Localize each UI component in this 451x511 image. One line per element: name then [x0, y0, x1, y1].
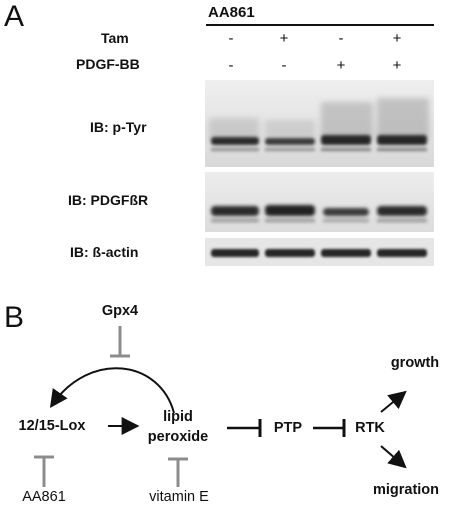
cell-line-underline — [206, 24, 434, 26]
lane-1-pdgf-sign: - — [228, 57, 234, 74]
lane-4-tam-sign: + — [392, 30, 402, 47]
tam-row-label: Tam — [101, 30, 129, 46]
panel-b-letter: B — [4, 301, 25, 334]
actin-blot-label: IB: ß-actin — [70, 244, 139, 260]
growth-node: growth — [390, 355, 440, 371]
panel-a-letter: A — [4, 0, 25, 33]
pdgfr-blot-image — [205, 172, 434, 232]
ptp-node: PTP — [273, 420, 303, 436]
ptyr-blot-image — [205, 80, 434, 167]
rtk-to-migration-arrow — [380, 445, 407, 469]
lox-node: 12/15-Lox — [18, 418, 86, 434]
ptyr-blot-svg — [205, 80, 434, 167]
actin-blot-image — [205, 238, 434, 266]
actin-blot-svg — [205, 238, 434, 266]
vitamin-e-node: vitamin E — [149, 489, 209, 505]
lipid-peroxide-node-line1: lipid — [163, 409, 193, 425]
ptyr-blot-label: IB: p-Tyr — [90, 119, 147, 135]
rtk-to-growth-arrow — [380, 390, 407, 413]
pdgfr-blot-label: IB: PDGFßR — [68, 192, 149, 208]
gpx4-node: Gpx4 — [101, 303, 139, 319]
lane-2-pdgf-sign: - — [281, 57, 287, 74]
pdgfr-blot-svg — [205, 172, 434, 232]
migration-node: migration — [372, 482, 440, 498]
lane-3-tam-sign: - — [338, 30, 344, 47]
cell-line-label: AA861 — [208, 4, 255, 21]
lane-1-tam-sign: - — [228, 30, 234, 47]
lane-2-tam-sign: + — [279, 30, 289, 47]
rtk-node: RTK — [355, 420, 385, 436]
lane-3-pdgf-sign: + — [336, 57, 346, 74]
feedback-curved-arrow — [49, 367, 175, 414]
pdgf-row-label: PDGF-BB — [76, 56, 140, 72]
lane-4-pdgf-sign: + — [392, 57, 402, 74]
lipid-peroxide-node-line2: peroxide — [147, 429, 209, 445]
aa861-node: AA861 — [22, 489, 66, 505]
